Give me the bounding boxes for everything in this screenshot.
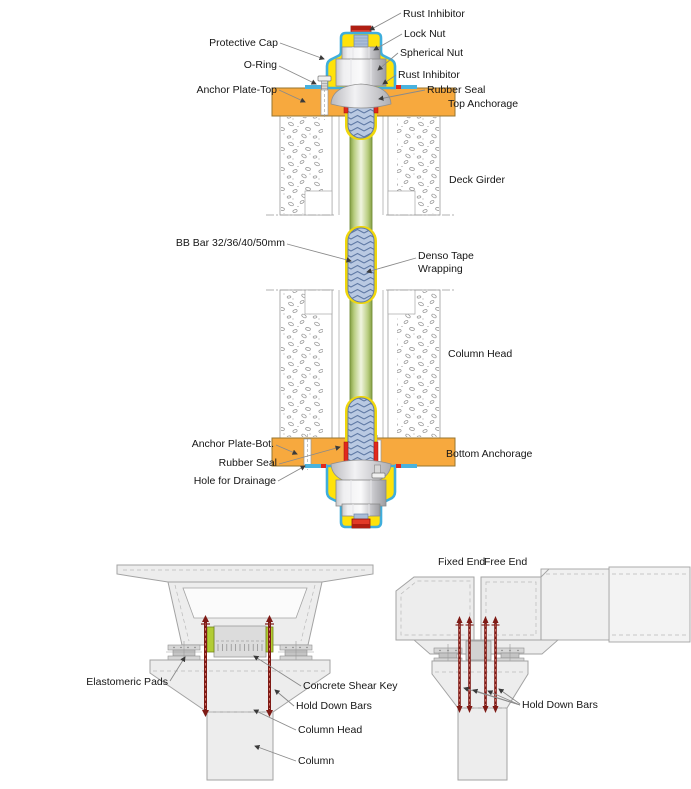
top-detail-leaders <box>275 12 426 482</box>
label-column-head-section: Column Head <box>298 724 363 736</box>
label-spherical-nut: Spherical Nut <box>400 47 464 59</box>
label-column-head-top-detail: Column Head <box>448 348 513 360</box>
bottom-anchorage-assembly <box>305 459 417 529</box>
fixed-end-girder <box>395 576 475 641</box>
concrete-shear-key-shape <box>213 625 267 658</box>
girder-cross-section <box>116 564 374 781</box>
blockout-boxes <box>266 116 454 438</box>
label-bb-bar: BB Bar 32/36/40/50mm <box>175 237 285 249</box>
girder-elevation <box>395 566 691 781</box>
drainage-pin <box>371 464 386 479</box>
cross-section-leaders <box>169 655 302 762</box>
label-rubber-seal-top: Rubber Seal <box>427 84 486 96</box>
label-bottom-anchorage: Bottom Anchorage <box>446 448 533 460</box>
label-denso-tape-line1: Denso Tape <box>418 250 474 262</box>
spherical-nut-bottom-shape <box>335 479 387 507</box>
elevation-leaders <box>463 686 521 706</box>
label-column: Column <box>298 755 335 767</box>
label-hole-for-drainage: Hole for Drainage <box>193 475 276 487</box>
spherical-nut-shape <box>335 58 387 87</box>
hold-down-bar <box>201 615 210 717</box>
label-rubber-seal-bottom: Rubber Seal <box>218 457 277 469</box>
o-ring-pin <box>317 75 332 91</box>
label-hold-down-bars-section: Hold Down Bars <box>296 700 372 712</box>
elastomeric-pad-left <box>206 626 215 653</box>
lock-nut-shape <box>341 46 381 61</box>
bb-bar <box>343 90 379 480</box>
label-denso-tape-line2: Wrapping <box>418 263 463 275</box>
column-head-shape <box>431 660 529 709</box>
hold-down-bars-elevation <box>455 616 500 713</box>
label-concrete-shear-key: Concrete Shear Key <box>303 680 398 692</box>
label-anchor-plate-bot: Anchor Plate-Bot. <box>191 438 274 450</box>
column-shape <box>457 707 508 781</box>
label-anchor-plate-top: Anchor Plate-Top <box>196 84 277 96</box>
label-elastomeric-pads: Elastomeric Pads <box>86 676 168 688</box>
label-hold-down-bars-elevation: Hold Down Bars <box>522 699 598 711</box>
bearing-stack-right <box>278 641 314 663</box>
label-free-end: Free End <box>484 556 528 568</box>
label-deck-girder: Deck Girder <box>449 174 506 186</box>
free-end-girder <box>480 576 542 641</box>
label-lock-nut: Lock Nut <box>404 28 446 40</box>
label-protective-cap: Protective Cap <box>209 37 278 49</box>
label-rust-inhibitor-top: Rust Inhibitor <box>403 8 465 20</box>
label-top-anchorage: Top Anchorage <box>448 98 519 110</box>
column-shape <box>206 711 274 781</box>
label-fixed-end: Fixed End <box>438 556 486 568</box>
label-o-ring: O-Ring <box>243 59 277 71</box>
label-rust-inhibitor-lower: Rust Inhibitor <box>398 69 460 81</box>
column-head-concrete <box>279 289 441 439</box>
